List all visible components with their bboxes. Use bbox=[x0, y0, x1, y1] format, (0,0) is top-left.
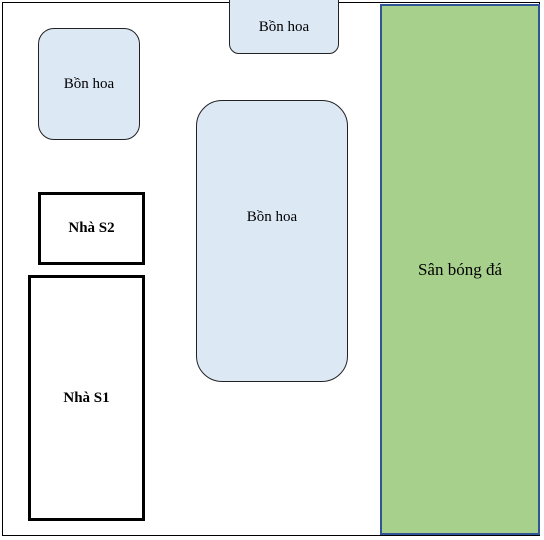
building-s1-label: Nhà S1 bbox=[63, 389, 110, 406]
football-field-label: Sân bóng đá bbox=[417, 259, 503, 279]
flowerbed-left-label: Bồn hoa bbox=[63, 75, 115, 92]
building-s1: Nhà S1 bbox=[28, 275, 145, 521]
football-field: Sân bóng đá bbox=[380, 4, 540, 535]
flowerbed-top-label: Bồn hoa bbox=[258, 18, 310, 35]
building-s2-label: Nhà S2 bbox=[68, 220, 115, 236]
flowerbed-left: Bồn hoa bbox=[38, 28, 140, 140]
flowerbed-center: Bồn hoa bbox=[196, 100, 348, 382]
building-s2: Nhà S2 bbox=[38, 192, 145, 265]
flowerbed-center-label: Bồn hoa bbox=[246, 209, 298, 225]
flowerbed-top: Bồn hoa bbox=[229, 0, 339, 54]
